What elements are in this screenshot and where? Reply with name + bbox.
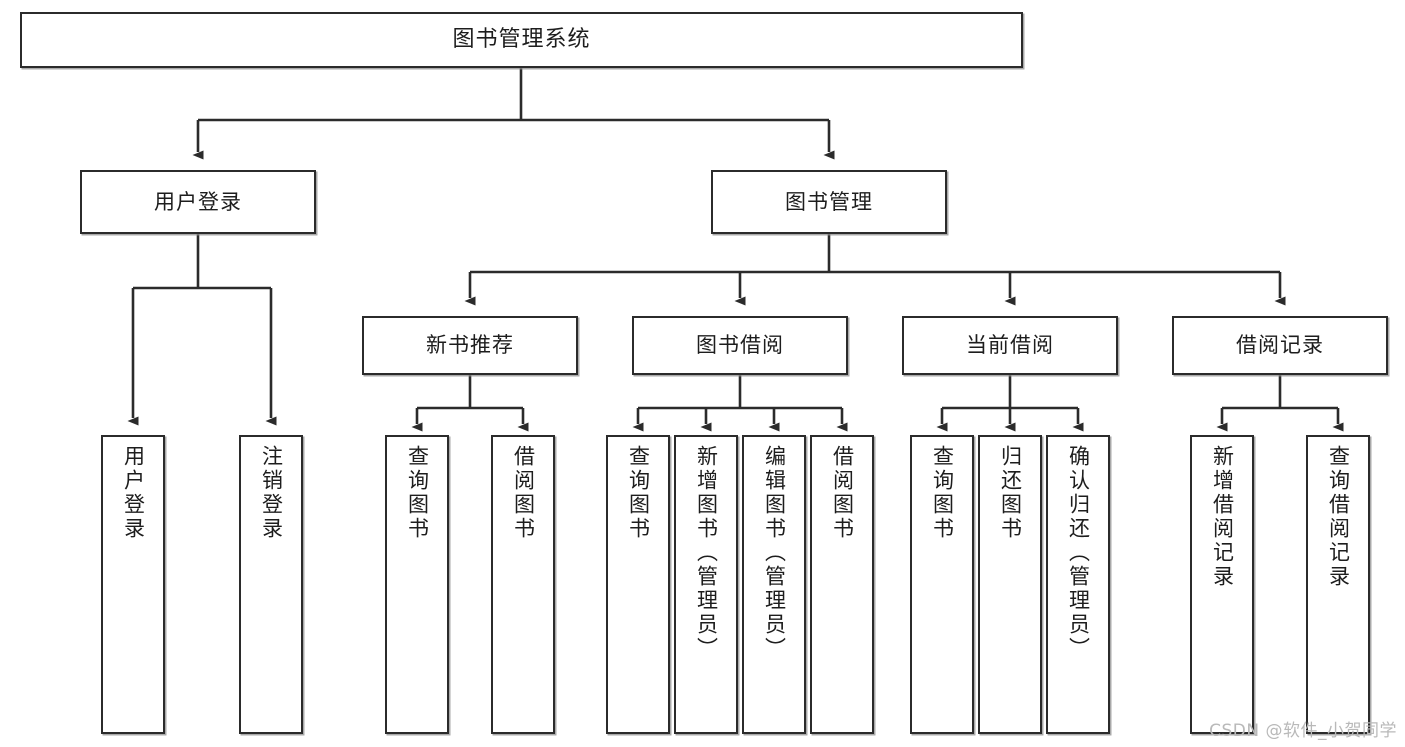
node-user-login[interactable]: 用户登录 [80, 170, 316, 234]
node-label: 注销登录 [259, 445, 284, 541]
node-label: 查询借阅记录 [1326, 445, 1351, 589]
node-leaf-return-book[interactable]: 归还图书 [978, 435, 1042, 734]
node-leaf-edit-book[interactable]: 编辑图书（管理员） [742, 435, 806, 734]
node-leaf-add-borrow-record[interactable]: 新增借阅记录 [1190, 435, 1254, 734]
node-label: 编辑图书（管理员） [762, 445, 787, 661]
node-label: 借阅记录 [1236, 333, 1324, 358]
node-label: 用户登录 [154, 189, 242, 214]
node-label: 图书管理 [785, 189, 873, 214]
node-leaf-user-login[interactable]: 用户登录 [101, 435, 165, 734]
node-borrow-record[interactable]: 借阅记录 [1172, 316, 1388, 375]
node-label: 当前借阅 [966, 333, 1054, 358]
node-current-borrow[interactable]: 当前借阅 [902, 316, 1118, 375]
node-leaf-logout-login[interactable]: 注销登录 [239, 435, 303, 734]
node-label: 查询图书 [405, 445, 430, 541]
node-label: 新增图书（管理员） [694, 445, 719, 661]
node-label: 查询图书 [626, 445, 651, 541]
node-book-borrow[interactable]: 图书借阅 [632, 316, 848, 375]
node-label: 图书管理系统 [452, 27, 591, 53]
node-label: 归还图书 [998, 445, 1023, 541]
node-label: 新书推荐 [426, 333, 514, 358]
node-leaf-query-borrow-record[interactable]: 查询借阅记录 [1306, 435, 1370, 734]
node-label: 用户登录 [121, 445, 146, 541]
node-leaf-query-book-recommend[interactable]: 查询图书 [385, 435, 449, 734]
node-book-management[interactable]: 图书管理 [711, 170, 947, 234]
node-leaf-borrow-book[interactable]: 借阅图书 [810, 435, 874, 734]
node-label: 借阅图书 [830, 445, 855, 541]
node-leaf-add-book[interactable]: 新增图书（管理员） [674, 435, 738, 734]
node-label: 图书借阅 [696, 333, 784, 358]
node-label: 借阅图书 [511, 445, 536, 541]
node-leaf-borrow-book-recommend[interactable]: 借阅图书 [491, 435, 555, 734]
node-book-management-system[interactable]: 图书管理系统 [20, 12, 1023, 68]
node-label: 新增借阅记录 [1210, 445, 1235, 589]
node-new-book-recommend[interactable]: 新书推荐 [362, 316, 578, 375]
watermark-text: CSDN @软件_小贺同学 [1209, 721, 1397, 741]
node-leaf-query-book-borrow[interactable]: 查询图书 [606, 435, 670, 734]
node-leaf-query-book-current[interactable]: 查询图书 [910, 435, 974, 734]
node-label: 查询图书 [930, 445, 955, 541]
node-label: 确认归还（管理员） [1066, 445, 1091, 661]
node-leaf-confirm-return[interactable]: 确认归还（管理员） [1046, 435, 1110, 734]
